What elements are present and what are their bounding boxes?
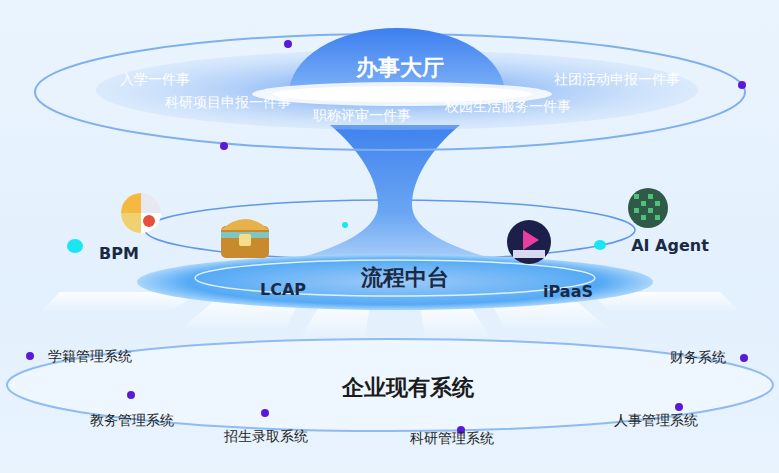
service-item: 社团活动申报一件事 [554, 71, 680, 89]
node-shape [505, 220, 553, 266]
node-shape [628, 188, 668, 228]
node-shape [217, 210, 273, 260]
system-name: 教务管理系统 [90, 412, 174, 430]
node-shape [119, 191, 163, 235]
node-label: 办事大厅 [356, 53, 444, 83]
service-item: 校园生活服务一件事 [445, 98, 571, 116]
node-label: 流程中台 [361, 263, 449, 293]
system-name: 学籍管理系统 [48, 348, 132, 366]
node-label: 企业现有系统 [342, 373, 474, 403]
bottom-ring [7, 339, 773, 431]
node-label: BPM [99, 244, 139, 263]
node-label: iPaaS [543, 282, 593, 301]
system-name: 人事管理系统 [614, 412, 698, 430]
system-name: 招生录取系统 [224, 428, 308, 446]
systems-ring: 企业现有系统 [300, 368, 516, 408]
service-item: 职称评审一件事 [313, 107, 411, 125]
system-name: 科研管理系统 [410, 430, 494, 448]
node-label: LCAP [260, 280, 306, 299]
ipaas-icon: iPaaS [503, 220, 603, 302]
bpm-icon: BPM [95, 190, 165, 264]
system-name: 财务系统 [670, 349, 726, 367]
service-item: 入学一件事 [120, 71, 190, 89]
dots [26, 40, 748, 434]
ai-agent-icon: AI Agent [620, 188, 730, 258]
lcap-icon: LCAP [215, 208, 315, 300]
service-item: 科研项目申报一件事 [165, 94, 291, 112]
node-label: AI Agent [631, 236, 709, 255]
